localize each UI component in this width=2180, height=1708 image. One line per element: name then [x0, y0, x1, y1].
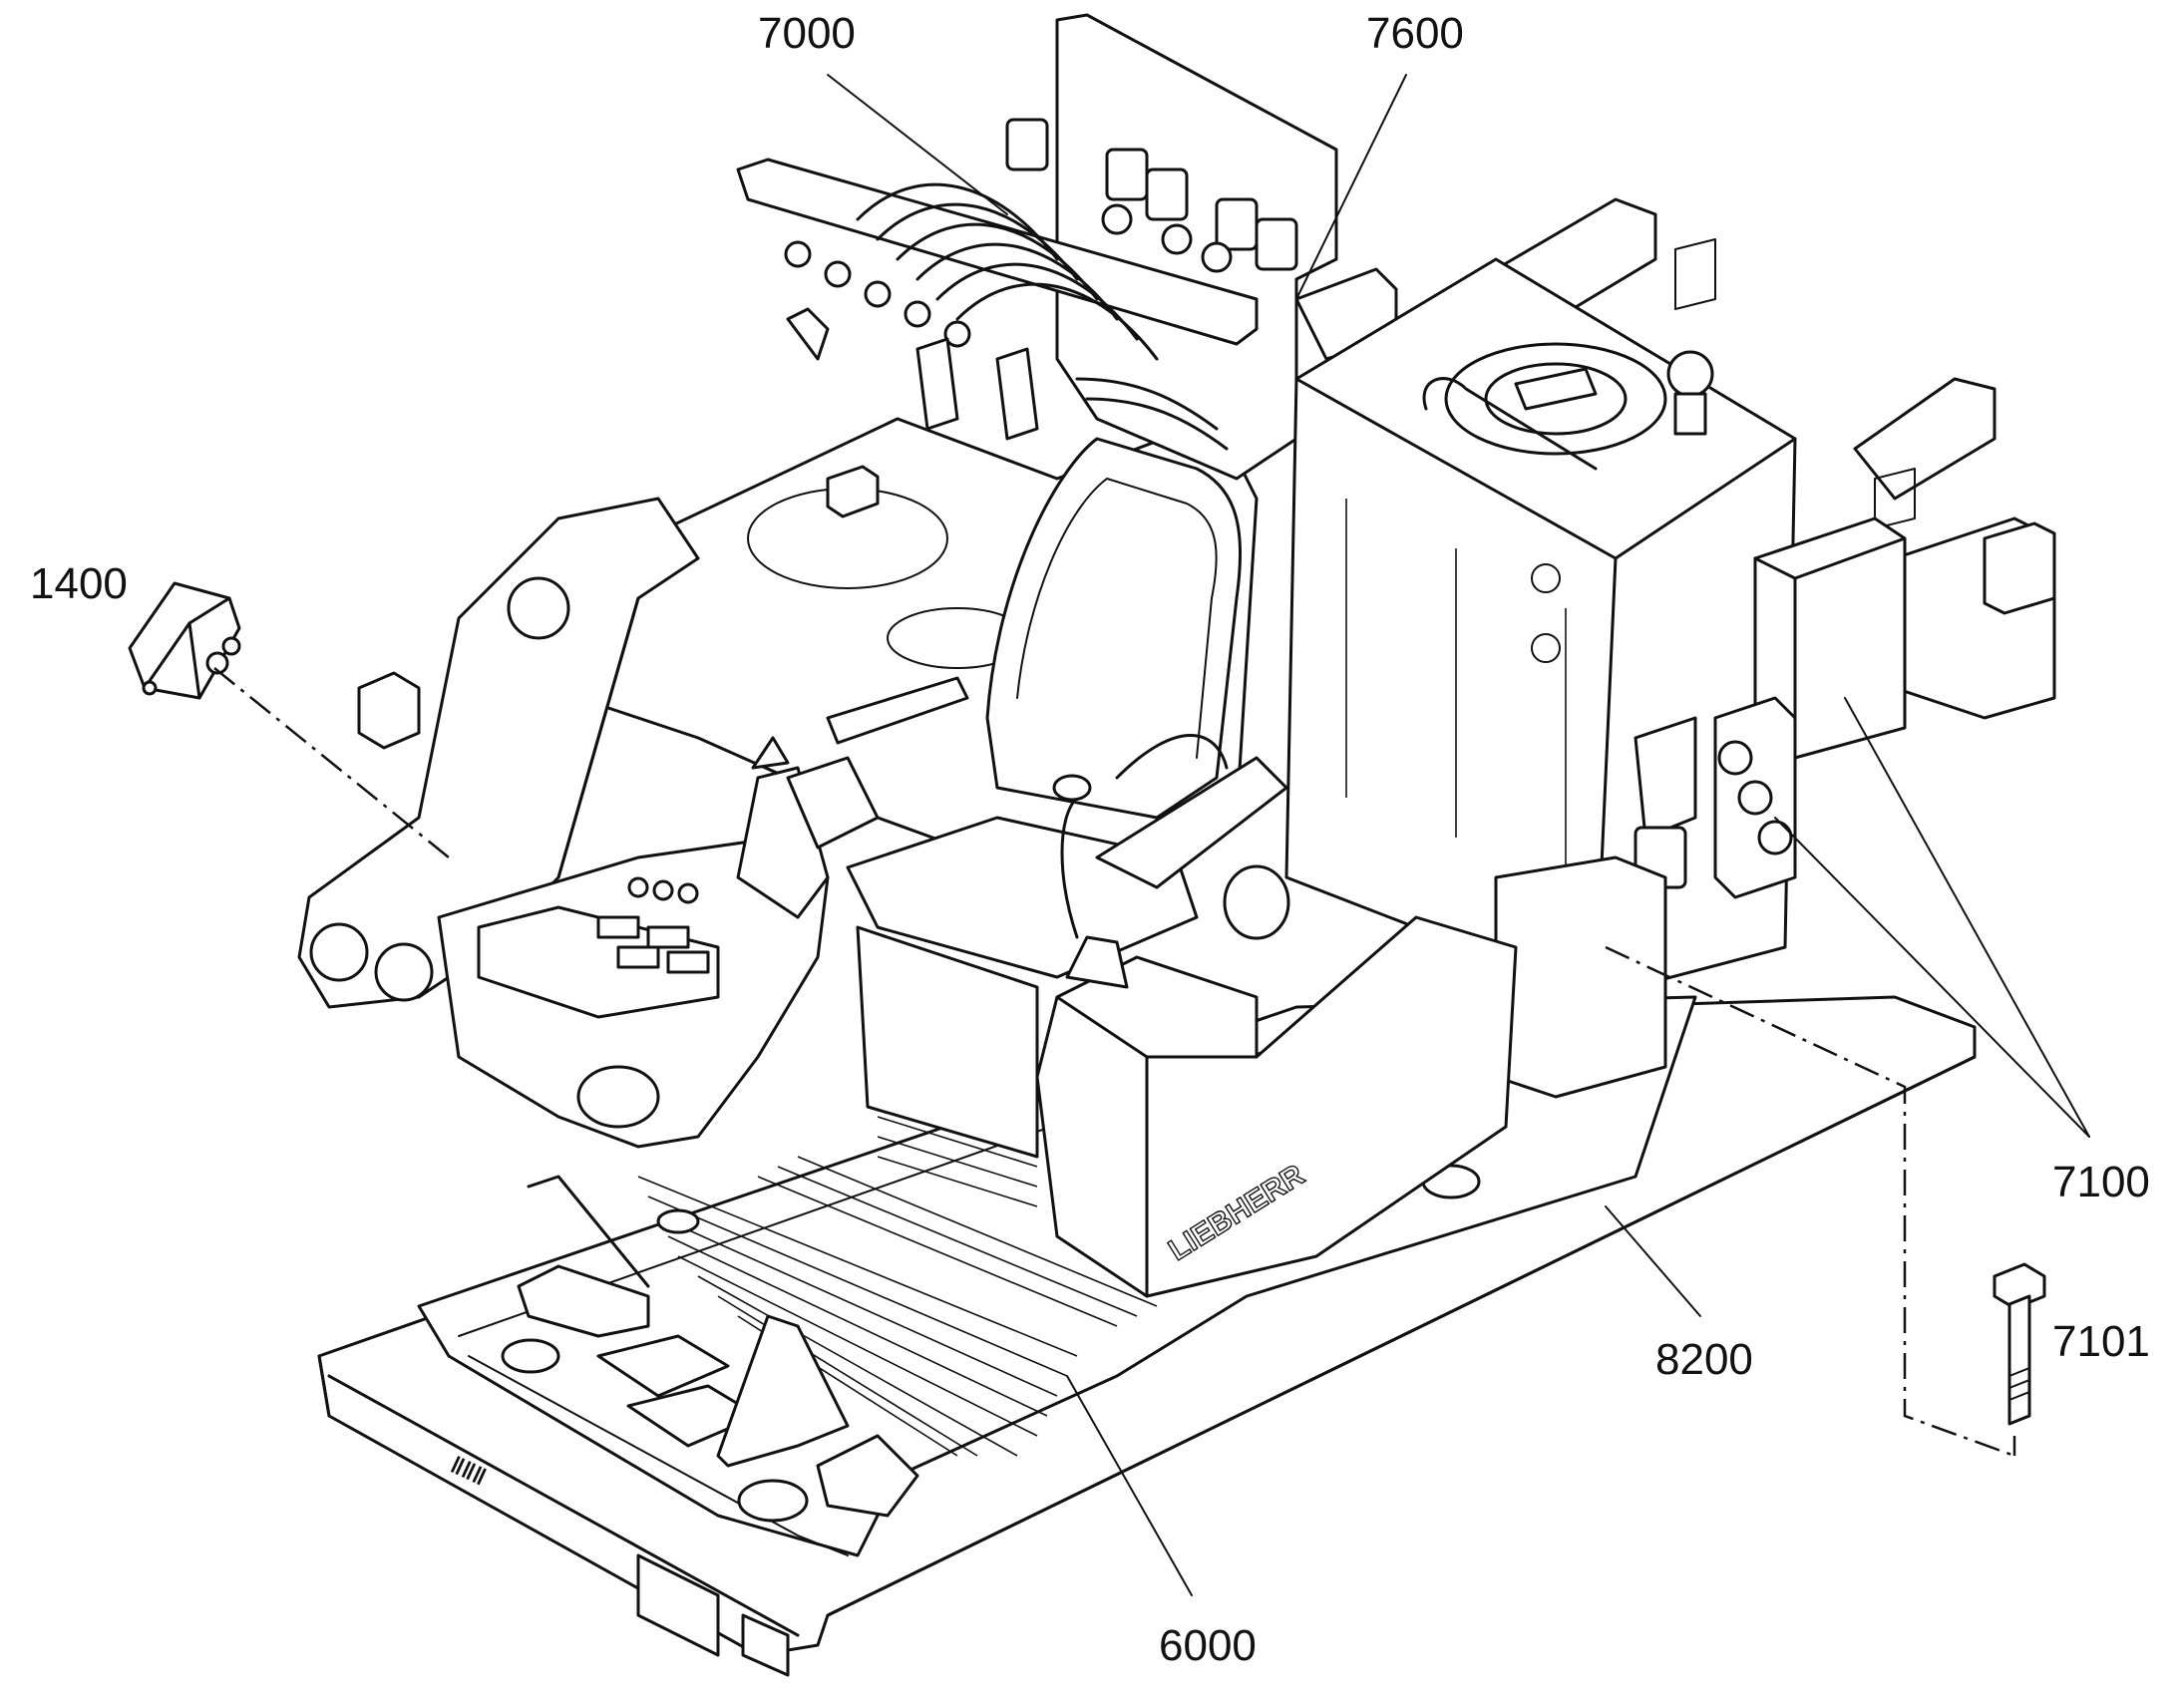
callout-8200: 8200	[1655, 1335, 1753, 1384]
hydraulic-tank	[1284, 257, 1907, 1099]
leader-lines	[827, 74, 2090, 1596]
part-1400-block	[128, 581, 241, 700]
right-console: LIEBHERR	[1035, 774, 1518, 1298]
callout-7600: 7600	[1366, 9, 1464, 58]
callout-7100: 7100	[2052, 1158, 2150, 1206]
callout-labels: 7000 7600 1400 7100 7101 8200 6000	[30, 9, 2150, 1670]
callout-7000: 7000	[758, 9, 856, 58]
part-7101-bolt	[1993, 1262, 2046, 1426]
left-console	[437, 736, 880, 1149]
floor-grating	[637, 1156, 1158, 1457]
control-valve-block	[736, 13, 1398, 481]
callout-1400: 1400	[30, 559, 128, 608]
callout-6000: 6000	[1159, 1621, 1257, 1670]
callout-7101: 7101	[2052, 1317, 2150, 1366]
operator-seat	[826, 437, 1290, 1207]
explode-lines	[213, 667, 2016, 1458]
hose-bundle	[856, 182, 1229, 451]
